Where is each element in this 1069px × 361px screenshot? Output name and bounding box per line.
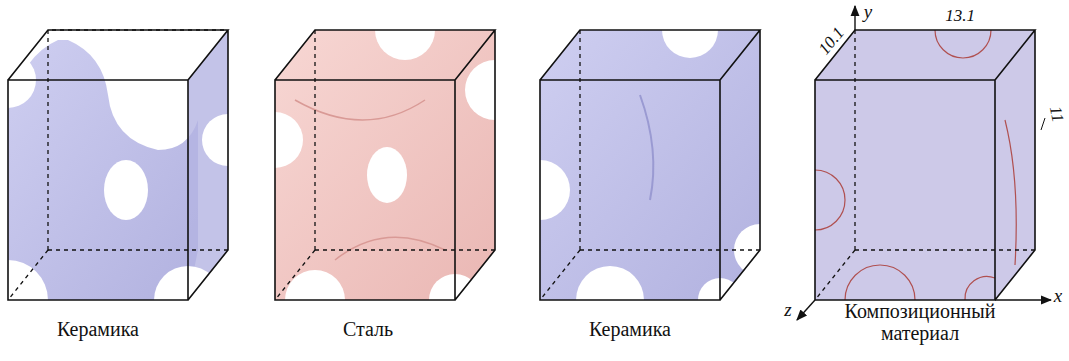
- material-caption: Керамика: [545, 318, 715, 340]
- steel-cube: [247, 0, 525, 330]
- dimension-value: 13.1: [945, 7, 975, 26]
- material-caption: Керамика: [13, 318, 183, 340]
- material-caption: Композиционный материал: [830, 300, 1010, 344]
- ceramic-cube: [0, 30, 254, 340]
- ceramic-cube: [510, 2, 786, 334]
- dimension-value: 11: [1045, 105, 1067, 124]
- axis-label: z: [784, 300, 791, 321]
- axis-label: x: [1054, 286, 1062, 307]
- material-caption: Сталь: [283, 318, 453, 340]
- axis-label: y: [864, 2, 872, 23]
- composite-cube: [797, 6, 1051, 320]
